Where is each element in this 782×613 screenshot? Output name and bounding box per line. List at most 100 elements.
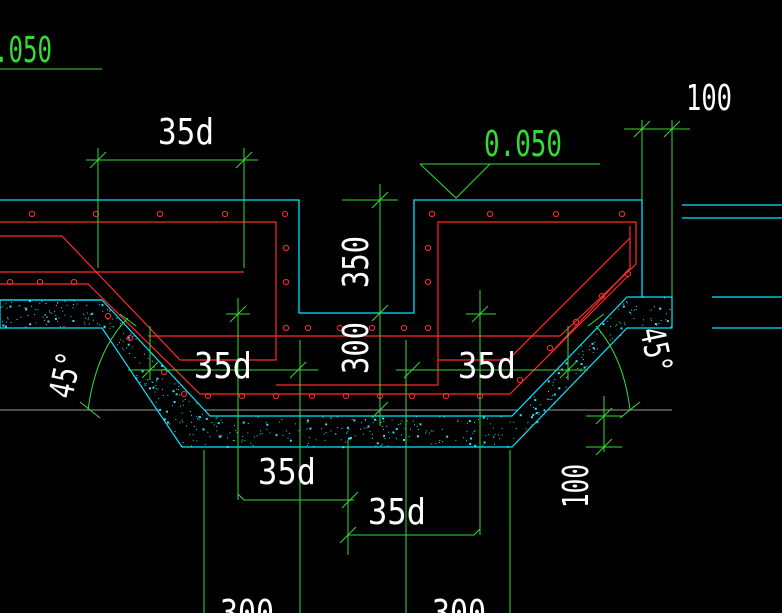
rebar-dot [104, 312, 112, 320]
concrete-speck [29, 300, 31, 302]
concrete-speck [462, 437, 464, 439]
concrete-speck [622, 305, 625, 308]
concrete-speck [385, 446, 386, 448]
concrete-speck [457, 421, 459, 422]
concrete-speck [147, 357, 149, 359]
concrete-speck [259, 433, 261, 435]
concrete-speck [109, 310, 111, 312]
concrete-speck [289, 439, 292, 442]
concrete-speck [372, 421, 374, 423]
concrete-speck [610, 326, 611, 327]
concrete-speck [221, 435, 223, 437]
rebar-dot [598, 292, 606, 300]
concrete-speck [2, 305, 4, 307]
concrete-speck [64, 300, 66, 302]
concrete-speck [181, 419, 183, 421]
concrete-speck [313, 446, 315, 448]
rebar-dot [624, 270, 632, 278]
concrete-speck [483, 441, 486, 444]
concrete-speck [111, 318, 113, 320]
concrete-speck [188, 401, 190, 403]
rebar-dot [238, 392, 246, 400]
dim-35d-left-label: 35d [194, 346, 252, 387]
concrete-speck [474, 422, 475, 423]
concrete-speck [611, 337, 613, 339]
concrete-speck [371, 433, 373, 435]
concrete-speck [154, 391, 156, 393]
concrete-speck [180, 405, 181, 407]
concrete-speck [106, 309, 108, 311]
rebar-dot [368, 324, 376, 332]
dimension-lines [0, 68, 690, 613]
concrete-speck [575, 372, 577, 374]
concrete-speck [388, 431, 389, 433]
concrete-speck [547, 380, 550, 383]
concrete-speck [141, 386, 143, 387]
concrete-speck [620, 327, 623, 330]
angle-arc-right [595, 325, 631, 411]
concrete-speck [566, 377, 567, 379]
concrete-speck [620, 334, 622, 336]
concrete-speck [266, 423, 269, 426]
concrete-speck [172, 390, 175, 393]
concrete-speck [325, 423, 328, 426]
concrete-speck [492, 427, 494, 429]
concrete-speck [384, 438, 386, 440]
concrete-speck [46, 316, 48, 318]
concrete-speck [623, 303, 625, 305]
concrete-speck [337, 427, 339, 428]
rebar-dot [424, 244, 432, 252]
concrete-speck [533, 407, 535, 408]
concrete-speck [247, 432, 249, 434]
concrete-speck [536, 421, 539, 424]
concrete-speck [478, 419, 479, 421]
concrete-speck [592, 352, 594, 354]
concrete-speck [158, 409, 160, 411]
concrete-speck [430, 443, 432, 445]
concrete-speck [129, 338, 131, 340]
concrete-speck [468, 420, 471, 423]
rebar-dot [204, 392, 212, 400]
concrete-speck [548, 391, 549, 392]
concrete-speck [242, 436, 244, 438]
concrete-speck [207, 431, 209, 433]
concrete-speck [116, 317, 118, 319]
concrete-speck [135, 338, 137, 340]
concrete-speck [575, 360, 578, 363]
concrete-speck [525, 428, 527, 430]
bedding-hatch-area [0, 296, 673, 448]
rebar-dot [180, 390, 188, 398]
concrete-speck [9, 305, 12, 308]
concrete-speck [155, 385, 157, 387]
concrete-speck [91, 312, 94, 315]
concrete-speck [109, 322, 111, 324]
concrete-speck [184, 398, 186, 400]
concrete-speck [534, 407, 537, 410]
concrete-speck [369, 430, 371, 432]
concrete-speck [582, 354, 584, 356]
angle-arc-left-tick2 [119, 313, 137, 327]
concrete-speck [54, 317, 57, 320]
concrete-speck [182, 404, 184, 406]
concrete-speck [408, 436, 410, 437]
concrete-speck [257, 416, 259, 418]
concrete-speck [592, 347, 595, 350]
concrete-speck [654, 323, 657, 325]
concrete-speck [134, 357, 136, 358]
concrete-speck [578, 353, 580, 355]
concrete-speck [365, 419, 366, 420]
concrete-speck [531, 424, 533, 426]
concrete-speck [27, 315, 29, 316]
concrete-speck [549, 398, 551, 400]
concrete-speck [122, 321, 123, 323]
concrete-speck [383, 434, 386, 437]
concrete-speck [403, 439, 405, 441]
dim-35d-right-tick-r [559, 361, 577, 379]
dim-300-center-tick-bot [371, 401, 389, 419]
concrete-speck [44, 315, 46, 316]
angle-arc-left-tick1 [79, 401, 101, 419]
pit-level-label: 0.050 [484, 124, 562, 165]
concrete-speck [37, 309, 39, 311]
concrete-speck [179, 422, 181, 424]
concrete-speck [45, 303, 47, 304]
